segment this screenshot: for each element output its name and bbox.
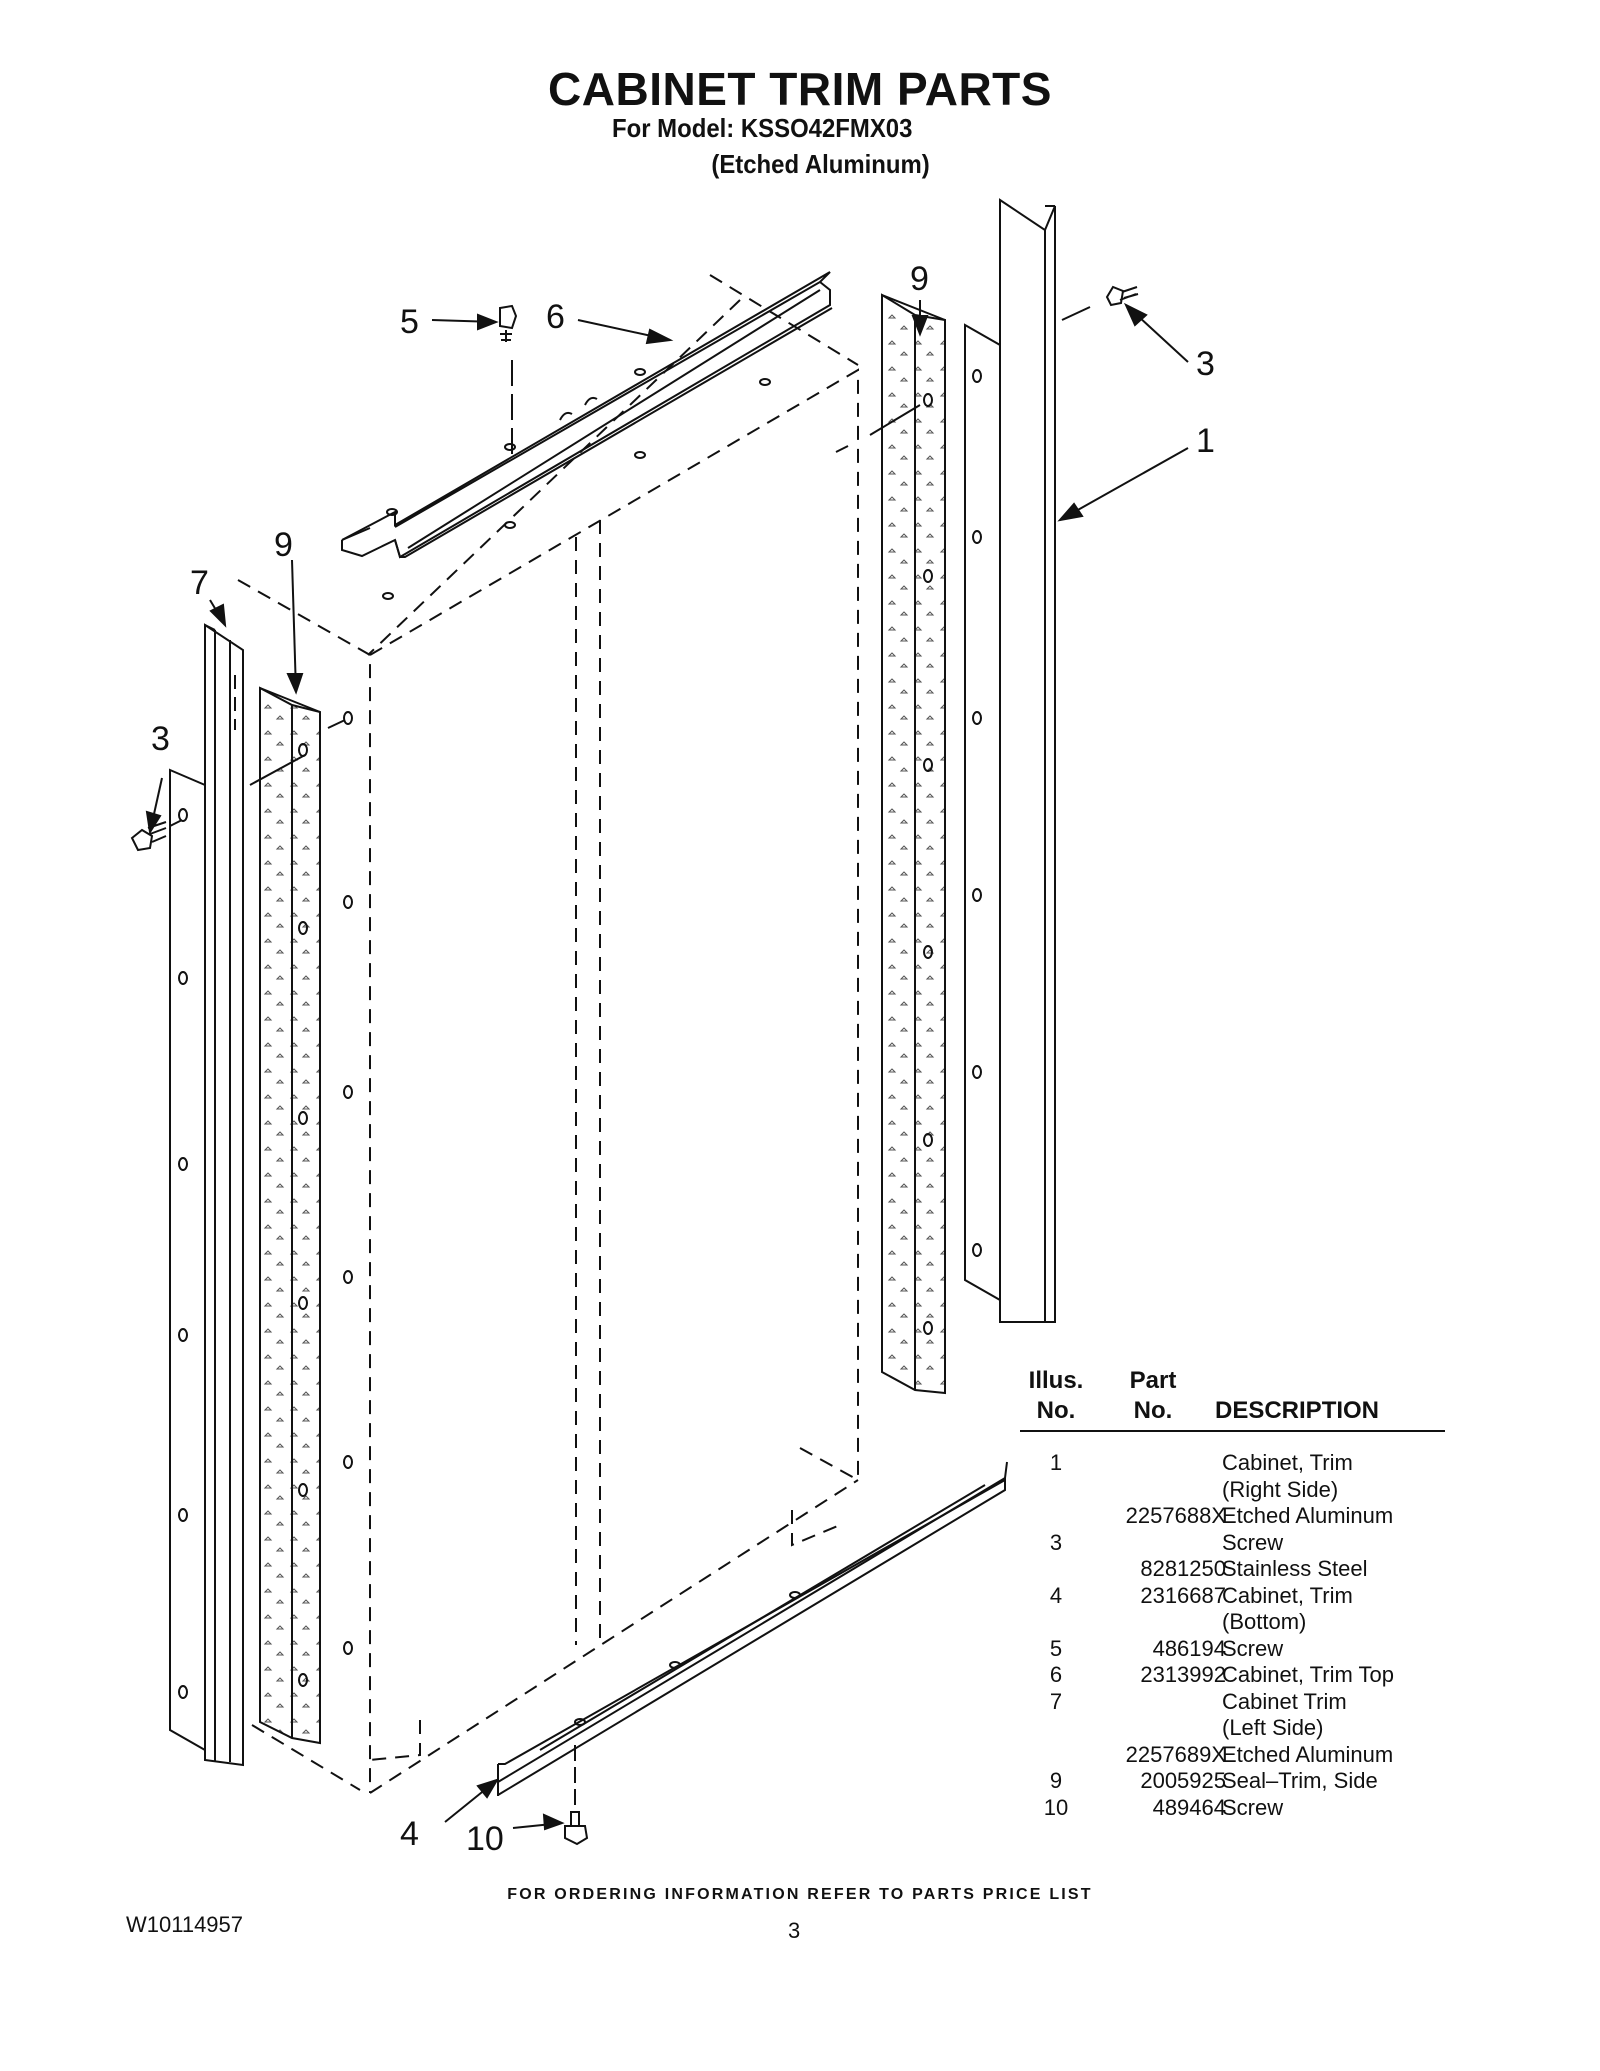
description-cell: (Right Side)	[1222, 1476, 1339, 1502]
cabinet-side-holes	[327, 404, 921, 1655]
document-number: W10114957	[126, 1912, 244, 1937]
table-row: (Right Side)	[1020, 1477, 1445, 1504]
table-row: 1 Cabinet, Trim	[1020, 1450, 1445, 1477]
part-5-screw	[499, 304, 518, 460]
part-cell: 2313992	[1140, 1662, 1226, 1687]
parts-table-header: Illus. No. Part No. DESCRIPTION	[1020, 1358, 1445, 1432]
header-description: DESCRIPTION	[1215, 1397, 1380, 1424]
illus-cell: 7	[1049, 1688, 1063, 1714]
description-cell: (Left Side)	[1222, 1715, 1324, 1740]
illus-cell: 10	[1043, 1794, 1069, 1820]
description-cell: Stainless Steel	[1222, 1556, 1368, 1581]
illus-cell: 4	[1049, 1582, 1063, 1608]
header-part-line2: No.	[1133, 1397, 1173, 1424]
part-4-bottom-trim	[497, 1461, 1008, 1796]
model-line: For Model: KSSO42FMX03	[612, 113, 913, 143]
callout-4: 4	[400, 1815, 419, 1853]
part-9-left-seal	[249, 686, 321, 1745]
description-cell: Seal–Trim, Side	[1222, 1768, 1378, 1793]
callout-9-right: 9	[910, 260, 929, 298]
description-cell: Screw	[1222, 1529, 1284, 1555]
part-9-right-seal	[881, 293, 946, 1395]
part-cell: 2257688X	[1125, 1503, 1226, 1528]
part-cell: 2005925	[1140, 1768, 1226, 1793]
table-row: 7 Cabinet Trim	[1020, 1689, 1445, 1716]
header-part-line1: Part	[1129, 1367, 1177, 1394]
cabinet-outline	[237, 274, 859, 1794]
part-cell: 489464	[1152, 1794, 1226, 1820]
table-row: (Bottom)	[1020, 1609, 1445, 1636]
callout-1: 1	[1196, 422, 1215, 460]
table-row: 3 Screw	[1020, 1530, 1445, 1557]
description-cell: Cabinet, Trim	[1222, 1450, 1353, 1475]
finish-line: (Etched Aluminum)	[711, 149, 930, 179]
part-1-right-trim	[999, 198, 1056, 1323]
callout-9-left: 9	[274, 526, 293, 564]
illus-cell: 1	[1049, 1450, 1063, 1475]
part-7-left-trim	[204, 623, 244, 1767]
ordering-note: FOR ORDERING INFORMATION REFER TO PARTS …	[507, 1886, 1093, 1903]
header-part-no: Part No.	[1108, 1366, 1198, 1426]
callout-leaders	[145, 300, 1189, 1831]
callout-10: 10	[466, 1820, 504, 1858]
part-cell: 486194	[1152, 1635, 1226, 1661]
model-subtitle: For Model: KSSO42FMX03 (Etched Aluminum)	[612, 110, 930, 182]
part-7-left-flange	[169, 768, 206, 1752]
part-6-top-trim	[341, 271, 833, 600]
description-cell: (Bottom)	[1222, 1609, 1307, 1634]
illus-cell: 9	[1049, 1768, 1063, 1793]
description-cell: Screw	[1222, 1794, 1284, 1820]
description-cell: Cabinet, Trim	[1222, 1582, 1353, 1608]
part-10-screw	[564, 1745, 589, 1846]
part-cell: 2257689X	[1125, 1741, 1226, 1767]
part-1-right-flange	[964, 323, 1001, 1302]
description-cell: Etched Aluminum	[1222, 1741, 1394, 1767]
table-row: (Left Side)	[1020, 1715, 1445, 1742]
callout-7: 7	[190, 564, 209, 602]
illus-cell: 5	[1049, 1635, 1063, 1661]
illus-cell: 6	[1049, 1662, 1063, 1687]
callout-5: 5	[400, 303, 419, 341]
part-3-screw-left	[130, 819, 183, 852]
part-cell: 8281250	[1140, 1556, 1226, 1581]
page-title: CABINET TRIM PARTS	[548, 63, 1052, 115]
header-illus-no: Illus. No.	[1020, 1366, 1092, 1426]
callout-3-right: 3	[1196, 345, 1215, 383]
description-cell: Cabinet Trim	[1222, 1688, 1347, 1714]
header-illus-line1: Illus.	[1028, 1367, 1084, 1394]
illus-cell: 3	[1049, 1529, 1063, 1555]
callout-3-left: 3	[151, 720, 170, 758]
part-3-screw-right	[1061, 285, 1139, 321]
part-cell: 2316687	[1140, 1582, 1226, 1608]
description-cell: Screw	[1222, 1635, 1284, 1661]
header-illus-line2: No.	[1036, 1397, 1076, 1424]
callout-6: 6	[546, 298, 565, 336]
description-cell: Cabinet, Trim Top	[1222, 1662, 1395, 1687]
description-cell: Etched Aluminum	[1222, 1503, 1394, 1528]
page-number: 3	[788, 1918, 801, 1943]
